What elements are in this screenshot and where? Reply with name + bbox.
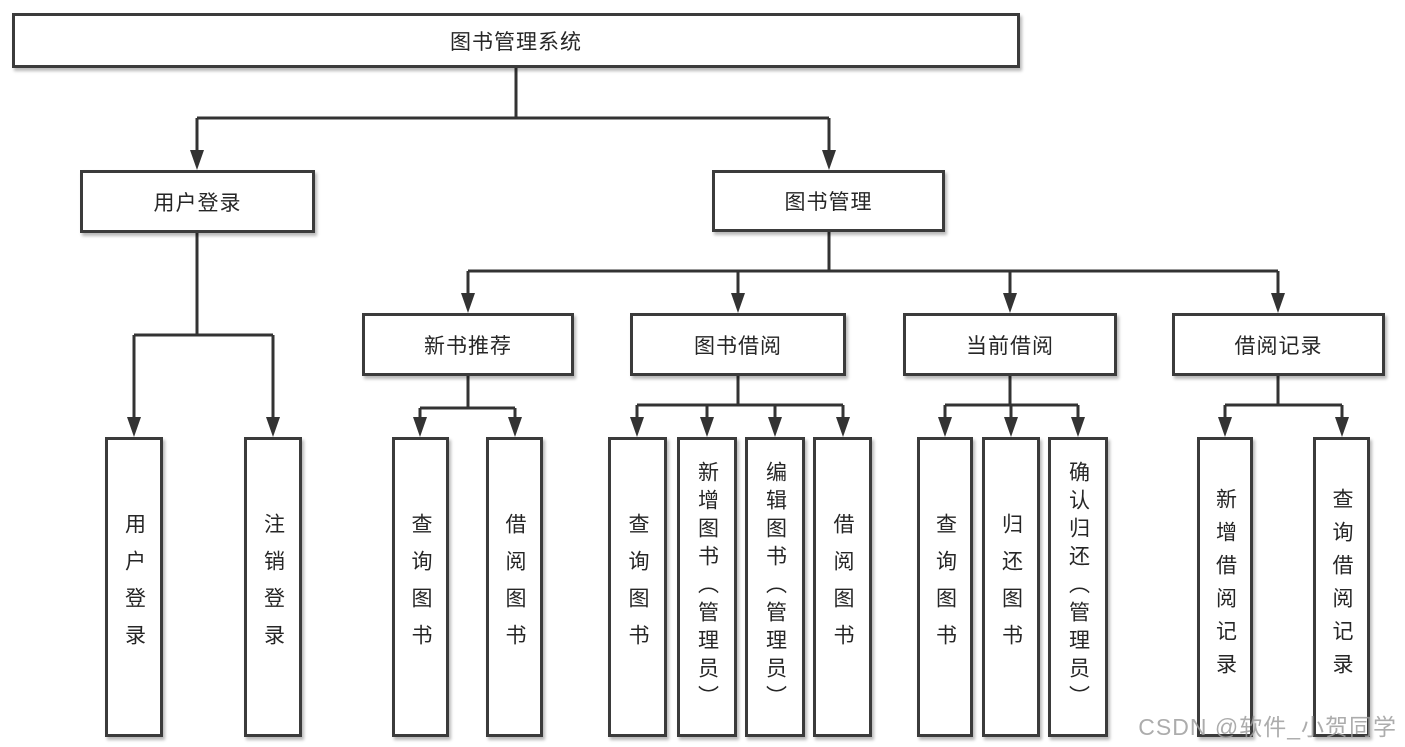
- leaf-label: 编辑图书（管理员）: [763, 461, 787, 713]
- node-label: 图书管理系统: [450, 30, 582, 54]
- leaf-label: 注销登录: [261, 513, 285, 661]
- leaf-borrow-books: 借阅图书: [813, 437, 872, 737]
- leaf-query-books-current: 查询图书: [917, 437, 973, 737]
- node-label: 图书借阅: [694, 334, 782, 358]
- leaf-add-book-admin: 新增图书（管理员）: [677, 437, 737, 737]
- node-label: 借阅记录: [1234, 334, 1323, 358]
- node-label: 用户登录: [153, 191, 242, 215]
- node-new-book-recommendation: 新书推荐: [362, 313, 574, 376]
- leaf-label: 新增借阅记录: [1213, 488, 1237, 686]
- node-book-management: 图书管理: [712, 170, 945, 232]
- leaf-add-borrow-record: 新增借阅记录: [1197, 437, 1253, 737]
- leaf-query-books-borrowing: 查询图书: [608, 437, 667, 737]
- node-borrowing-records: 借阅记录: [1172, 313, 1385, 376]
- node-current-borrowing: 当前借阅: [903, 313, 1117, 376]
- leaf-label: 查询图书: [933, 513, 957, 661]
- leaf-label: 确认归还（管理员）: [1066, 461, 1090, 713]
- node-user-login: 用户登录: [80, 170, 315, 233]
- leaf-label: 借阅图书: [503, 513, 526, 661]
- leaf-query-borrow-record: 查询借阅记录: [1313, 437, 1370, 737]
- leaf-logout: 注销登录: [244, 437, 302, 737]
- leaf-edit-book-admin: 编辑图书（管理员）: [745, 437, 805, 737]
- leaf-label: 查询借阅记录: [1330, 488, 1353, 686]
- leaf-confirm-return-admin: 确认归还（管理员）: [1048, 437, 1108, 737]
- node-label: 新书推荐: [424, 334, 512, 358]
- leaf-label: 归还图书: [999, 513, 1023, 661]
- node-library-management-system: 图书管理系统: [12, 13, 1020, 68]
- leaf-label: 新增图书（管理员）: [695, 461, 719, 713]
- leaf-label: 借阅图书: [831, 513, 854, 661]
- leaf-return-book: 归还图书: [982, 437, 1040, 737]
- csdn-watermark: CSDN @软件_小贺同学: [1138, 714, 1397, 740]
- leaf-borrow-books-recommendation: 借阅图书: [486, 437, 543, 737]
- leaf-label: 查询图书: [409, 513, 432, 661]
- node-book-borrowing: 图书借阅: [630, 313, 846, 376]
- leaf-user-login: 用户登录: [105, 437, 163, 737]
- node-label: 图书管理: [784, 191, 873, 214]
- leaf-label: 查询图书: [626, 513, 649, 661]
- leaf-label: 用户登录: [122, 513, 146, 661]
- node-label: 当前借阅: [966, 334, 1054, 358]
- leaf-query-books-recommendation: 查询图书: [392, 437, 449, 737]
